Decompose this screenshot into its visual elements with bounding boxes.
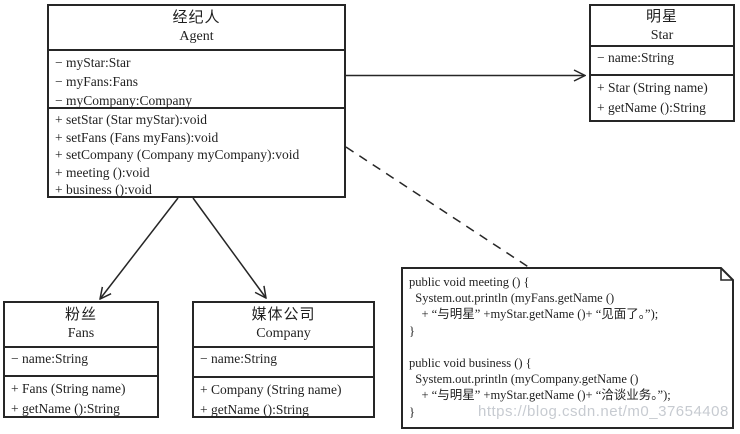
dashed-link-agent-note	[345, 146, 531, 269]
class-name-zh: 粉丝	[64, 307, 97, 323]
class-name-en: Star	[650, 28, 674, 43]
class-name-en: Fans	[67, 326, 95, 341]
class-box-star: 明星 Star − name:String + Star (String nam…	[589, 4, 735, 122]
code-line: public void meeting () {	[409, 275, 530, 289]
class-name-en: Company	[256, 326, 311, 341]
code-line: System.out.println (myFans.getName ()	[409, 291, 615, 306]
method-row: + setStar (Star myStar):void	[55, 112, 207, 127]
uml-note-code: public void meeting () { System.out.prin…	[409, 274, 731, 420]
attribute-row: − myStar:Star	[55, 55, 131, 70]
class-box-agent: 经纪人 Agent − myStar:Star − myFans:Fans − …	[47, 4, 346, 198]
class-name-zh: 明星	[645, 9, 678, 25]
method-row: + getName ():String	[200, 401, 309, 417]
attribute-row: − name:String	[200, 351, 277, 366]
method-row: + setCompany (Company myCompany):void	[55, 147, 300, 162]
code-line: }	[409, 323, 415, 338]
code-line	[409, 339, 731, 355]
class-box-company: 媒体公司 Company − name:String + Company (St…	[192, 301, 375, 418]
code-line: public void business () {	[409, 355, 532, 370]
attribute-row: − myCompany:Company	[55, 93, 192, 108]
association-agent-company	[192, 197, 266, 298]
method-row: + getName ():String	[11, 400, 120, 416]
class-attributes-company: − name:String	[194, 348, 373, 378]
method-row: + meeting ():void	[55, 164, 150, 180]
attribute-row: − name:String	[597, 50, 674, 65]
method-row: + Company (String name)	[200, 382, 342, 397]
class-name-zh: 媒体公司	[251, 307, 316, 323]
class-title-star: 明星 Star	[591, 6, 733, 47]
method-row: + Fans (String name)	[11, 381, 126, 396]
class-methods-agent: + setStar (Star myStar):void + setFans (…	[49, 109, 344, 199]
class-methods-fans: + Fans (String name) + getName ():String	[5, 377, 157, 418]
code-line: System.out.println (myCompany.getName ()	[409, 372, 639, 387]
class-attributes-fans: − name:String	[5, 348, 157, 377]
code-line: }	[409, 404, 415, 419]
class-methods-company: + Company (String name) + getName ():Str…	[194, 378, 373, 419]
class-title-agent: 经纪人 Agent	[49, 6, 344, 51]
attribute-row: − myFans:Fans	[55, 74, 138, 89]
class-name-zh: 经纪人	[172, 10, 221, 26]
class-box-fans: 粉丝 Fans − name:String + Fans (String nam…	[3, 301, 159, 418]
class-title-company: 媒体公司 Company	[194, 303, 373, 348]
class-name-en: Agent	[179, 29, 214, 44]
method-row: + business ():void	[55, 182, 152, 197]
class-attributes-star: − name:String	[591, 47, 733, 76]
method-row: + getName ():String	[597, 99, 706, 115]
method-row: + setFans (Fans myFans):void	[55, 129, 219, 145]
code-line: + “与明星” +myStar.getName ()+ “见面了。”);	[409, 307, 659, 322]
class-title-fans: 粉丝 Fans	[5, 303, 157, 348]
class-methods-star: + Star (String name) + getName ():String	[591, 76, 733, 120]
code-line: + “与明星” +myStar.getName ()+ “洽谈业务。”);	[409, 388, 671, 403]
attribute-row: − name:String	[11, 351, 88, 366]
uml-note-shape	[401, 267, 734, 429]
class-attributes-agent: − myStar:Star − myFans:Fans − myCompany:…	[49, 51, 344, 109]
association-agent-fans	[100, 197, 179, 299]
method-row: + Star (String name)	[597, 80, 708, 95]
note-fold-icon	[720, 268, 733, 281]
